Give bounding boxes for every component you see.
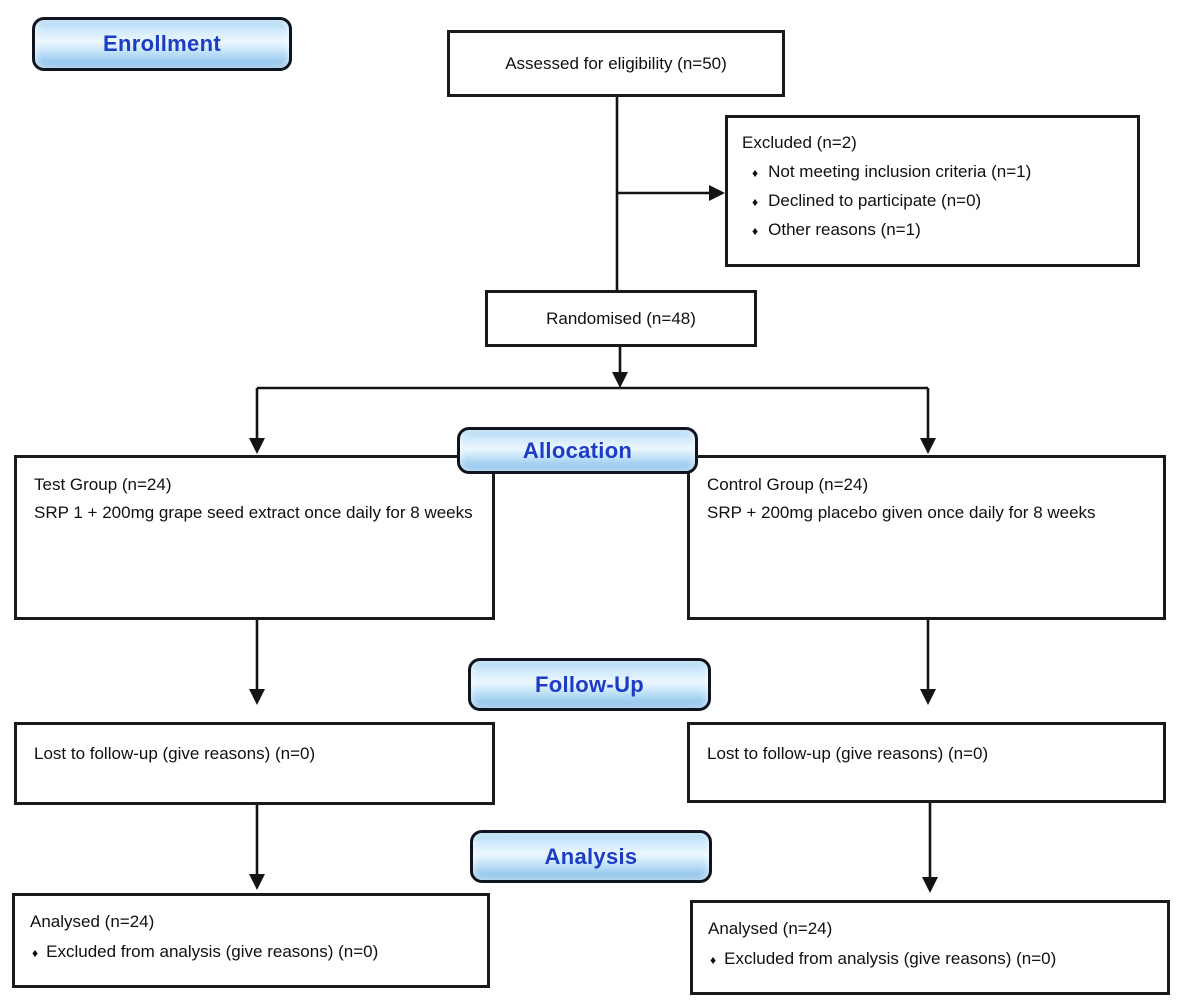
analysed-left-box: Analysed (n=24) ♦ Excluded from analysis… [12, 893, 490, 988]
analysed-left-reason-row: ♦ Excluded from analysis (give reasons) … [30, 940, 472, 964]
lost-followup-right-text: Lost to follow-up (give reasons) (n=0) [707, 744, 989, 763]
test-group-description: SRP 1 + 200mg grape seed extract once da… [34, 502, 473, 522]
arrowhead-test-group [249, 438, 265, 454]
excluded-title: Excluded (n=2) [742, 133, 857, 152]
arrowhead-test-lost [249, 689, 265, 705]
assessed-eligibility-box: Assessed for eligibility (n=50) [447, 30, 785, 97]
analysed-right-reason-row: ♦ Excluded from analysis (give reasons) … [708, 947, 1152, 971]
excluded-reason-row: ♦ Not meeting inclusion criteria (n=1) [742, 161, 1123, 184]
analysed-left-reason-text: Excluded from analysis (give reasons) (n… [46, 941, 379, 961]
lost-followup-left-text: Lost to follow-up (give reasons) (n=0) [34, 744, 316, 763]
analysed-right-box: Analysed (n=24) ♦ Excluded from analysis… [690, 900, 1170, 995]
arrowhead-excluded [709, 185, 725, 201]
diamond-bullet-icon: ♦ [752, 223, 759, 238]
analysed-left-title: Analysed (n=24) [30, 912, 155, 931]
excluded-reason-text: Not meeting inclusion criteria (n=1) [768, 161, 1032, 181]
diamond-bullet-icon: ♦ [752, 194, 759, 209]
stage-allocation: Allocation [457, 427, 698, 474]
test-group-title: Test Group (n=24) [34, 475, 172, 494]
excluded-reason-text: Other reasons (n=1) [768, 219, 921, 239]
stage-enrollment: Enrollment [32, 17, 292, 71]
arrowhead-control-lost [920, 689, 936, 705]
stage-follow-up: Follow-Up [468, 658, 711, 711]
diamond-bullet-icon: ♦ [32, 945, 39, 960]
analysed-right-reason-text: Excluded from analysis (give reasons) (n… [724, 948, 1057, 968]
test-group-box: Test Group (n=24) SRP 1 + 200mg grape se… [14, 455, 495, 620]
randomised-text: Randomised (n=48) [546, 308, 696, 328]
excluded-reason-row: ♦ Other reasons (n=1) [742, 219, 1123, 242]
diamond-bullet-icon: ♦ [752, 165, 759, 180]
lost-followup-right-box: Lost to follow-up (give reasons) (n=0) [687, 722, 1166, 803]
randomised-box: Randomised (n=48) [485, 290, 757, 347]
assessed-eligibility-text: Assessed for eligibility (n=50) [505, 53, 727, 73]
control-group-description: SRP + 200mg placebo given once daily for… [707, 502, 1096, 522]
stage-analysis: Analysis [470, 830, 712, 883]
analysed-right-title: Analysed (n=24) [708, 919, 833, 938]
lost-followup-left-box: Lost to follow-up (give reasons) (n=0) [14, 722, 495, 805]
arrowhead-branch [612, 372, 628, 388]
excluded-reason-row: ♦ Declined to participate (n=0) [742, 190, 1123, 213]
diamond-bullet-icon: ♦ [710, 952, 717, 967]
control-group-title: Control Group (n=24) [707, 475, 869, 494]
excluded-box: Excluded (n=2) ♦ Not meeting inclusion c… [725, 115, 1140, 267]
excluded-reason-text: Declined to participate (n=0) [768, 190, 982, 210]
arrowhead-test-analysed [249, 874, 265, 890]
arrowhead-control-group [920, 438, 936, 454]
arrowhead-control-analysed [922, 877, 938, 893]
control-group-box: Control Group (n=24) SRP + 200mg placebo… [687, 455, 1166, 620]
